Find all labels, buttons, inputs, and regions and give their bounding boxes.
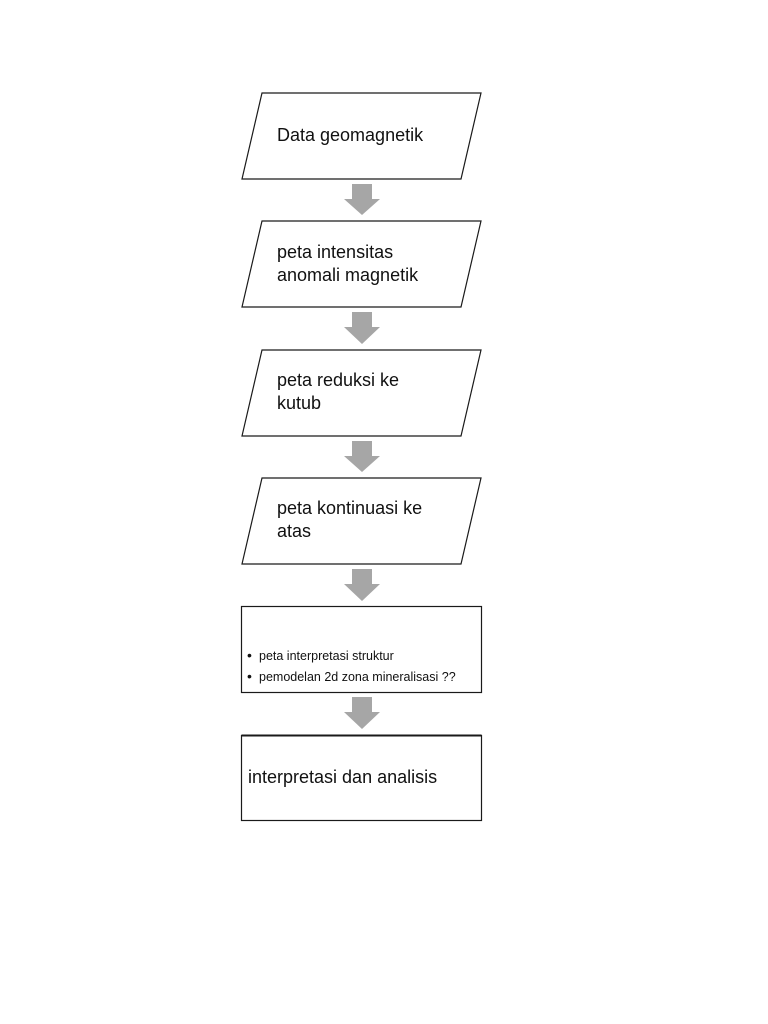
node-label-line: peta kontinuasi ke — [277, 498, 423, 518]
bullet-item: pemodelan 2d zona mineralisasi ?? — [247, 666, 456, 687]
node-label-line: peta reduksi ke — [277, 370, 400, 390]
edge-arrow-1 — [344, 184, 380, 215]
node-label-peta-kontinuasi: peta kontinuasi ke atas — [277, 497, 422, 543]
node-label-line: interpretasi dan analisis — [248, 767, 438, 787]
node-bullets-hasil-peta: peta interpretasi struktur pemodelan 2d … — [247, 645, 456, 687]
bullet-item: peta interpretasi struktur — [247, 645, 456, 666]
node-label-line: anomali magnetik — [277, 265, 419, 285]
edge-arrow-2 — [344, 312, 380, 344]
node-shape-peta-kontinuasi — [241, 477, 482, 565]
edge-arrow-3 — [344, 441, 380, 472]
node-shape-data-geomagnetik — [241, 92, 482, 180]
node-label-line: atas — [277, 521, 312, 541]
edge-arrow-4 — [344, 569, 380, 601]
node-label-interpretasi: interpretasi dan analisis — [248, 766, 437, 789]
node-label-line: Data geomagnetik — [277, 125, 424, 145]
node-shape-interpretasi — [240, 734, 483, 822]
node-label-line: kutub — [277, 393, 322, 413]
bullet-text: pemodelan 2d zona mineralisasi ?? — [259, 670, 456, 684]
node-label-peta-reduksi: peta reduksi ke kutub — [277, 369, 399, 415]
node-label-data-geomagnetik: Data geomagnetik — [277, 124, 423, 147]
node-label-peta-intensitas: peta intensitas anomali magnetik — [277, 241, 418, 287]
edge-arrow-5 — [344, 697, 380, 729]
node-shape-peta-intensitas — [241, 220, 482, 308]
node-shape-peta-reduksi — [241, 349, 482, 437]
node-label-line: peta intensitas — [277, 242, 394, 262]
bullet-text: peta interpretasi struktur — [259, 649, 394, 663]
